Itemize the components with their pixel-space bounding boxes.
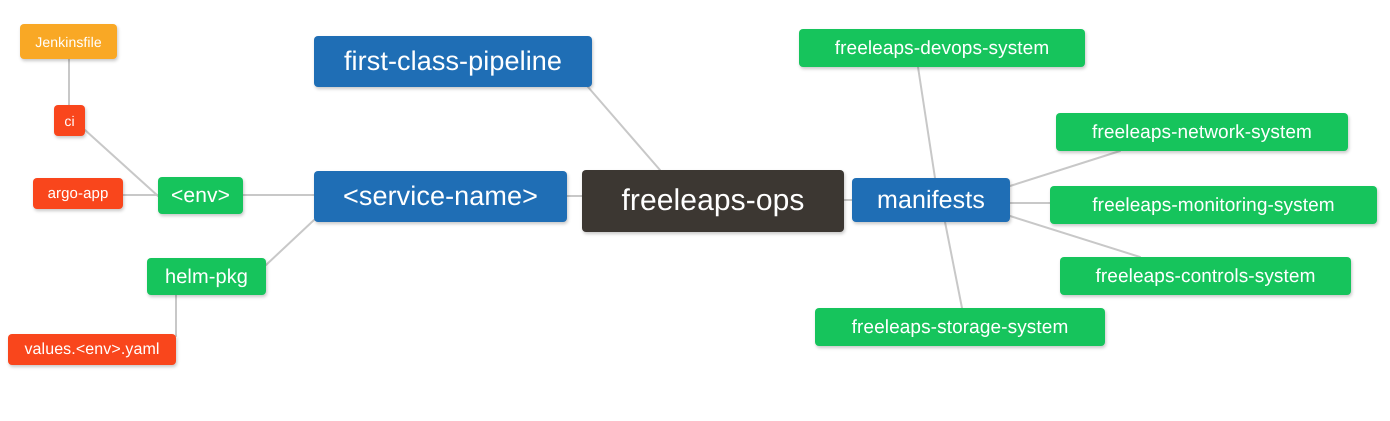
mindmap-node-argo-app[interactable]: argo-app [33,178,123,209]
mindmap-node-manifests[interactable]: manifests [852,178,1010,222]
node-label: freeleaps-devops-system [834,37,1050,59]
mindmap-node-service-name[interactable]: <service-name> [314,171,567,222]
node-label: freeleaps-monitoring-system [1092,194,1335,216]
mindmap-node-freeleaps-controls-system[interactable]: freeleaps-controls-system [1060,257,1351,295]
node-label: freeleaps-network-system [1092,121,1312,143]
mindmap-node-ci[interactable]: ci [54,105,85,136]
node-label: <service-name> [343,181,538,211]
node-label: freeleaps-controls-system [1095,265,1316,287]
edge-service-name-to-helm-pkg [265,219,315,266]
mindmap-node-env[interactable]: <env> [158,177,243,214]
mindmap-node-jenkinsfile[interactable]: Jenkinsfile [20,24,117,59]
mindmap-node-first-class-pipeline[interactable]: first-class-pipeline [314,36,592,87]
node-label: helm-pkg [164,265,249,288]
mindmap-node-values-env-yaml[interactable]: values.<env>.yaml [8,334,176,365]
edge-manifests-to-freeleaps-network-system [1009,150,1121,187]
node-label: freeleaps-storage-system [851,316,1069,338]
mindmap-node-freeleaps-storage-system[interactable]: freeleaps-storage-system [815,308,1105,346]
node-label: Jenkinsfile [35,33,102,50]
mindmap-node-freeleaps-devops-system[interactable]: freeleaps-devops-system [799,29,1085,67]
node-label: manifests [877,185,985,214]
node-label: values.<env>.yaml [24,340,160,358]
node-label: freeleaps-ops [621,184,805,217]
mindmap-node-helm-pkg[interactable]: helm-pkg [147,258,266,295]
edge-manifests-to-freeleaps-devops-system [917,66,936,179]
mindmap-node-freeleaps-network-system[interactable]: freeleaps-network-system [1056,113,1348,151]
node-label: first-class-pipeline [343,46,563,76]
node-label: ci [64,112,75,129]
edge-manifests-to-freeleaps-storage-system [944,221,963,309]
mindmap-node-freeleaps-monitoring-system[interactable]: freeleaps-monitoring-system [1050,186,1377,224]
edge-first-class-pipeline-to-freeleaps-ops [587,86,661,171]
node-label: argo-app [47,185,109,202]
node-label: <env> [171,184,230,207]
mindmap-node-freeleaps-ops[interactable]: freeleaps-ops [582,170,844,232]
